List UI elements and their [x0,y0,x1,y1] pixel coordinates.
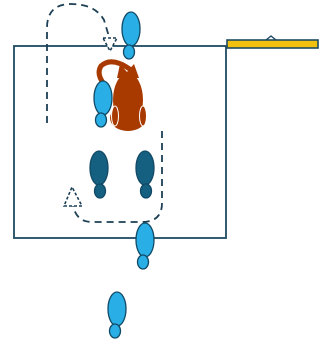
upper-arrowhead-icon [103,38,117,51]
footprint-icon [136,223,154,269]
lower-arrowhead-icon [64,187,82,206]
footprint-icon [122,12,140,59]
footprint-icon [108,292,126,338]
footprint-icon [90,151,108,198]
footprint-icon [136,151,154,198]
door-icon [227,36,318,48]
footprint-icon [94,81,112,127]
